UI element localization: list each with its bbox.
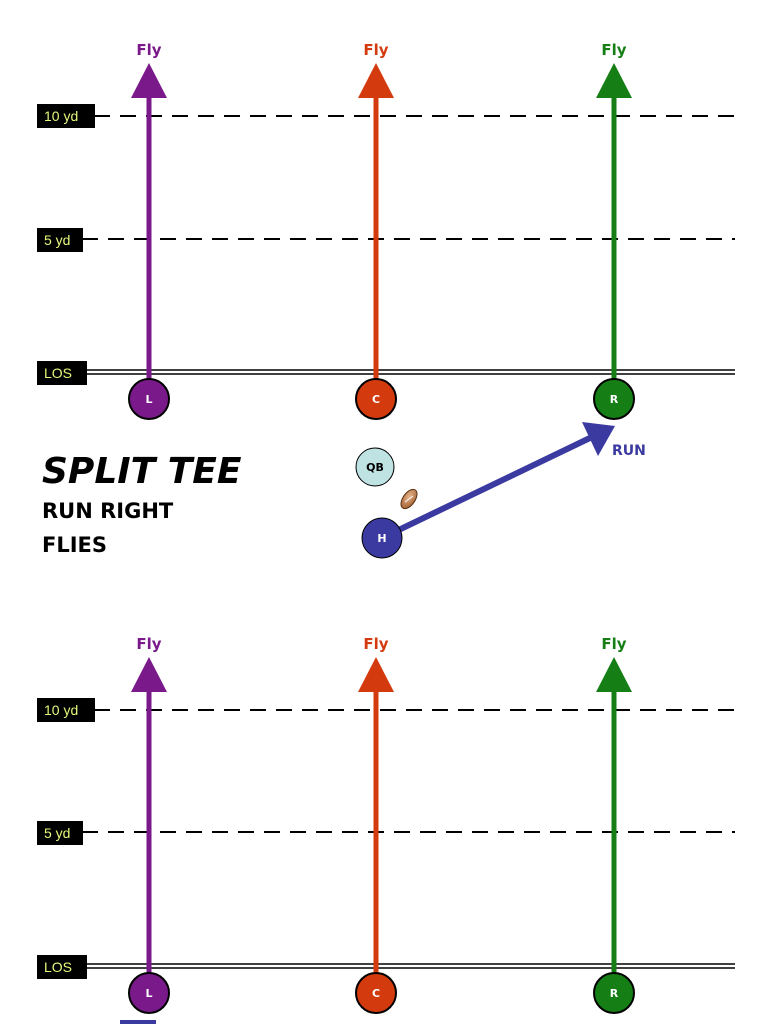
player-h: H [361,517,403,559]
los-label: LOS [37,361,87,385]
play-line2: FLIES [42,533,107,557]
five-yard-label-text: 5 yd [44,825,70,841]
run-label: RUN [612,443,646,459]
player-right-label: R [610,393,619,406]
player-center-label: C [372,393,380,406]
player-qb: QB [355,447,395,487]
player-right: R [593,378,635,420]
five-yard-label: 5 yd [37,821,83,845]
player-center: C [355,972,397,1014]
left-fly-route [131,63,167,383]
player-right: R [593,972,635,1014]
right-fly-route [596,657,632,977]
center-fly-route [358,657,394,977]
formation-title: SPLIT TEE [42,451,242,492]
football-icon [400,488,418,510]
center-route-label: Fly [363,41,388,59]
right-route-label: Fly [601,41,626,59]
play-line1: RUN RIGHT [42,499,174,523]
los-label: LOS [37,955,87,979]
player-left: L [128,972,170,1014]
five-yard-label: 5 yd [37,228,83,252]
h-run-route [380,422,615,541]
play-bottom: 10 yd 5 yd LOS Fly Fly Fly L [37,635,735,1024]
partial-route-marker [120,1020,156,1024]
center-route-label: Fly [363,635,388,653]
five-yard-label-text: 5 yd [44,232,70,248]
left-route-label: Fly [136,41,161,59]
player-left: L [128,378,170,420]
ten-yard-label-text: 10 yd [44,108,78,124]
player-right-label: R [610,987,619,1000]
left-route-label: Fly [136,635,161,653]
ten-yard-label: 10 yd [37,698,95,722]
ten-yard-label: 10 yd [37,104,95,128]
right-fly-route [596,63,632,383]
los-label-text: LOS [44,959,72,975]
player-left-label: L [145,393,152,406]
ten-yard-label-text: 10 yd [44,702,78,718]
play-top: 10 yd 5 yd LOS Fly Fly Fly [37,41,735,559]
center-fly-route [358,63,394,383]
los-label-text: LOS [44,365,72,381]
player-left-label: L [145,987,152,1000]
player-qb-label: QB [366,461,384,474]
player-center-label: C [372,987,380,1000]
player-h-label: H [377,532,386,545]
right-route-label: Fly [601,635,626,653]
player-center: C [355,378,397,420]
left-fly-route [131,657,167,977]
